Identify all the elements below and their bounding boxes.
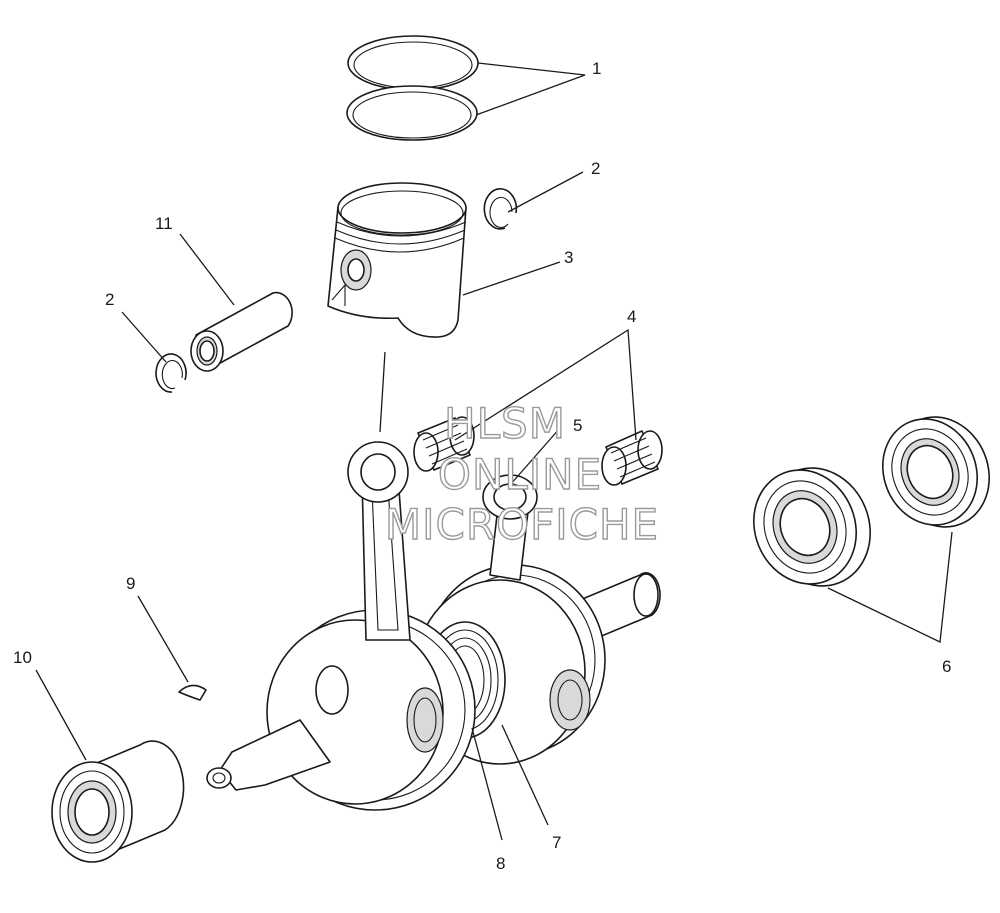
main-bearing-left [753,467,871,587]
crankshaft [206,441,661,811]
bearing-left [51,740,185,863]
piston-rings [346,35,479,141]
piston [327,182,467,338]
circlip-left [155,353,187,393]
watermark-line-3: MICROFICHE [385,500,659,549]
callout-1: 1 [592,59,601,78]
callout-8: 8 [496,854,505,873]
callout-4: 4 [627,307,636,326]
callout-2-circlip-left: 2 [105,290,114,309]
callout-11: 11 [155,214,173,233]
needle-bearing-right [601,430,663,486]
watermark-line-2: ONLINE [438,450,602,499]
callout-3: 3 [564,248,573,267]
callout-10: 10 [13,648,32,667]
circlip-right [483,188,518,230]
watermark: HLSM ONLINE MICROFICHE [384,398,659,549]
callout-6: 6 [942,657,951,676]
callout-9: 9 [126,574,135,593]
watermark-line-1: HLSM [444,399,566,448]
callout-2-circlip-right: 2 [591,159,600,178]
piston-pin [190,291,293,372]
main-bearing-right [881,416,991,528]
callout-5: 5 [573,416,582,435]
woodruff-key [178,684,207,701]
leader-lines [35,62,953,841]
callout-labels: 1 2 2 3 4 5 6 7 8 9 10 11 [13,59,951,873]
callout-7: 7 [552,833,561,852]
